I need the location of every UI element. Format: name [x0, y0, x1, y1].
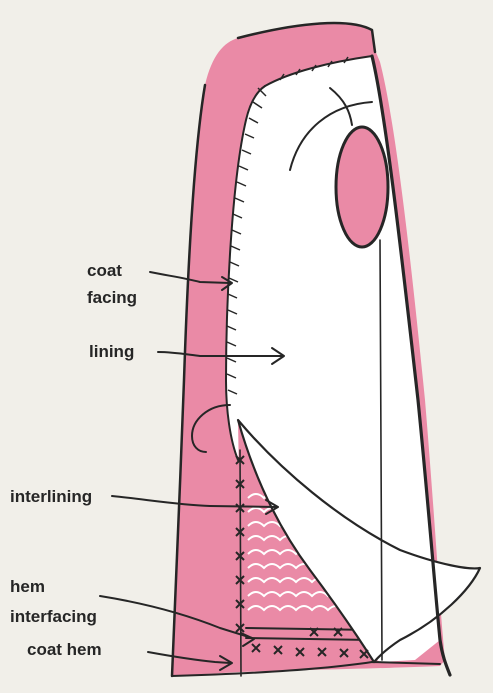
label-hem-interfacing-line2: interfacing: [10, 607, 97, 626]
label-coat-hem: coat hem: [27, 640, 102, 659]
label-coat-facing-line2: facing: [87, 288, 137, 307]
label-lining: lining: [89, 342, 134, 361]
label-coat-facing-line1: coat: [87, 261, 122, 280]
armhole: [336, 127, 388, 247]
label-hem-interfacing-line1: hem: [10, 577, 45, 596]
label-interlining: interlining: [10, 487, 92, 506]
